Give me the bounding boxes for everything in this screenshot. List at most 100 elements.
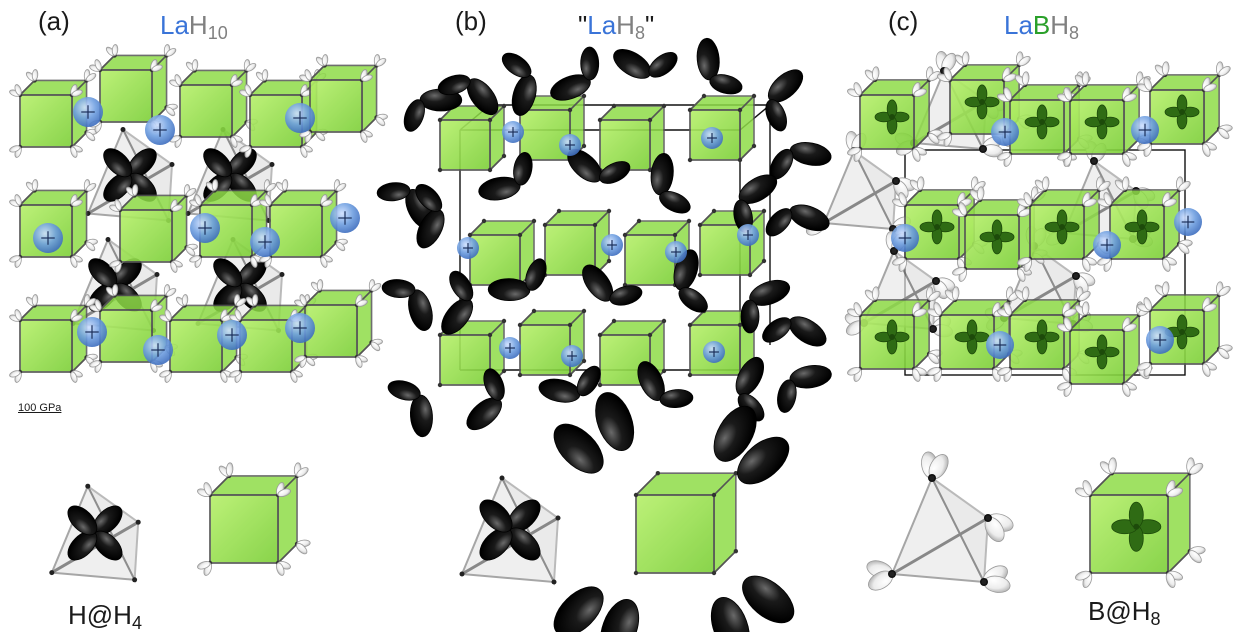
quote-close: "	[644, 10, 655, 40]
la-text: La	[587, 10, 617, 40]
panel-a-title: LaH10	[160, 10, 228, 48]
dark-orbital-lobe	[696, 37, 720, 81]
dark-orbital-lobe	[213, 258, 243, 288]
dark-orbital-lobe	[595, 392, 635, 451]
light-orbital-lobe	[239, 145, 251, 153]
light-orbital-lobe	[165, 48, 177, 57]
dark-orbital-lobe	[203, 148, 233, 178]
light-orbital-lobe	[70, 256, 78, 268]
h-atom	[499, 475, 505, 481]
dark-orbital-lobe	[765, 99, 787, 132]
h8-cube	[437, 103, 507, 173]
b-atom	[1099, 118, 1106, 125]
b-atom	[889, 333, 896, 340]
panel-b-letter: (b)	[455, 6, 487, 36]
h-atom	[606, 258, 612, 264]
dark-orbital-lobe	[103, 148, 133, 178]
light-orbital-lobe	[174, 74, 182, 86]
dark-orbital-lobe	[376, 182, 411, 202]
dark-orbital-lobe	[415, 183, 443, 212]
light-orbital-lobe	[1021, 286, 1030, 301]
light-orbital-lobe	[1162, 258, 1171, 272]
b-atom	[1039, 118, 1046, 125]
h-atom	[633, 570, 639, 576]
h-atom	[622, 232, 628, 238]
light-orbital-lobe	[1203, 303, 1217, 312]
light-orbital-lobe	[31, 69, 39, 81]
dark-orbital-lobe	[576, 365, 601, 397]
h-atom	[555, 515, 561, 521]
b-atom	[934, 223, 941, 230]
light-orbital-lobe	[1165, 572, 1176, 588]
h-atom	[487, 117, 493, 123]
h-atom	[467, 232, 473, 238]
dark-orbital-lobe	[409, 394, 433, 438]
h-atom	[737, 322, 743, 328]
h-atom	[597, 382, 603, 388]
b-atom	[969, 333, 976, 340]
light-orbital-lobe	[265, 183, 277, 192]
h8-cube	[633, 470, 739, 576]
light-orbital-lobe	[1063, 87, 1072, 101]
b-atom	[1099, 348, 1106, 355]
light-orbital-lobe	[361, 74, 373, 82]
h4-tetrahedron	[459, 475, 561, 586]
h8-cube	[299, 54, 388, 143]
light-orbital-lobe	[1017, 257, 1031, 266]
light-orbital-lobe	[225, 462, 234, 477]
h-text: H	[188, 10, 208, 40]
h-atom	[980, 146, 986, 152]
light-orbital-lobe	[913, 88, 927, 97]
dark-orbital-lobe	[788, 316, 827, 347]
h-atom	[606, 208, 612, 214]
light-orbital-lobe	[197, 561, 211, 570]
light-orbital-lobe	[1123, 93, 1137, 102]
dark-orbital-lobe	[513, 152, 533, 186]
h-atom	[531, 218, 537, 224]
light-orbital-lobe	[251, 294, 259, 306]
light-orbital-lobe	[871, 286, 880, 301]
light-orbital-lobe	[355, 356, 363, 368]
light-orbital-lobe	[316, 279, 324, 291]
light-orbital-lobe	[85, 241, 96, 252]
light-orbital-lobe	[1122, 153, 1131, 167]
h-atom	[633, 492, 639, 498]
h-atom	[687, 157, 693, 163]
motif-main-text: B@H	[1088, 596, 1151, 626]
h-atom	[169, 162, 175, 167]
light-orbital-lobe	[114, 199, 122, 211]
h-atom	[597, 117, 603, 123]
light-orbital-lobe	[304, 69, 312, 81]
light-orbital-lobe	[276, 562, 285, 576]
dark-orbital-lobe	[437, 74, 471, 96]
h8-cube	[997, 286, 1093, 382]
h-atom	[751, 93, 757, 99]
panel-c-title: LaBH8	[1004, 10, 1079, 48]
h-atom	[437, 167, 443, 173]
light-orbital-lobe	[928, 132, 940, 145]
light-orbital-lobe	[898, 192, 907, 206]
light-orbital-lobe	[1218, 127, 1230, 140]
h-atom	[985, 515, 991, 521]
h-atom	[581, 358, 587, 364]
light-orbital-lobe	[111, 44, 119, 56]
h-atom	[501, 368, 507, 374]
light-orbital-lobe	[1218, 347, 1230, 360]
light-orbital-lobe	[31, 179, 39, 191]
light-orbital-lobe	[943, 67, 952, 81]
h8-cube	[1057, 301, 1153, 397]
light-orbital-lobe	[335, 241, 346, 252]
light-orbital-lobe	[14, 84, 22, 96]
dark-orbital-lobe	[740, 299, 760, 334]
dark-orbital-lobe	[609, 285, 643, 306]
h-atom	[120, 127, 126, 132]
light-orbital-lobe	[131, 184, 139, 196]
h-atom	[933, 278, 939, 284]
h-atom	[1073, 273, 1079, 279]
light-orbital-lobe	[281, 179, 289, 191]
h-atom	[517, 372, 523, 378]
dark-orbital-lobe	[553, 423, 604, 474]
light-orbital-lobe	[1003, 87, 1012, 101]
light-orbital-lobe	[1018, 56, 1031, 67]
h-atom	[531, 308, 537, 314]
